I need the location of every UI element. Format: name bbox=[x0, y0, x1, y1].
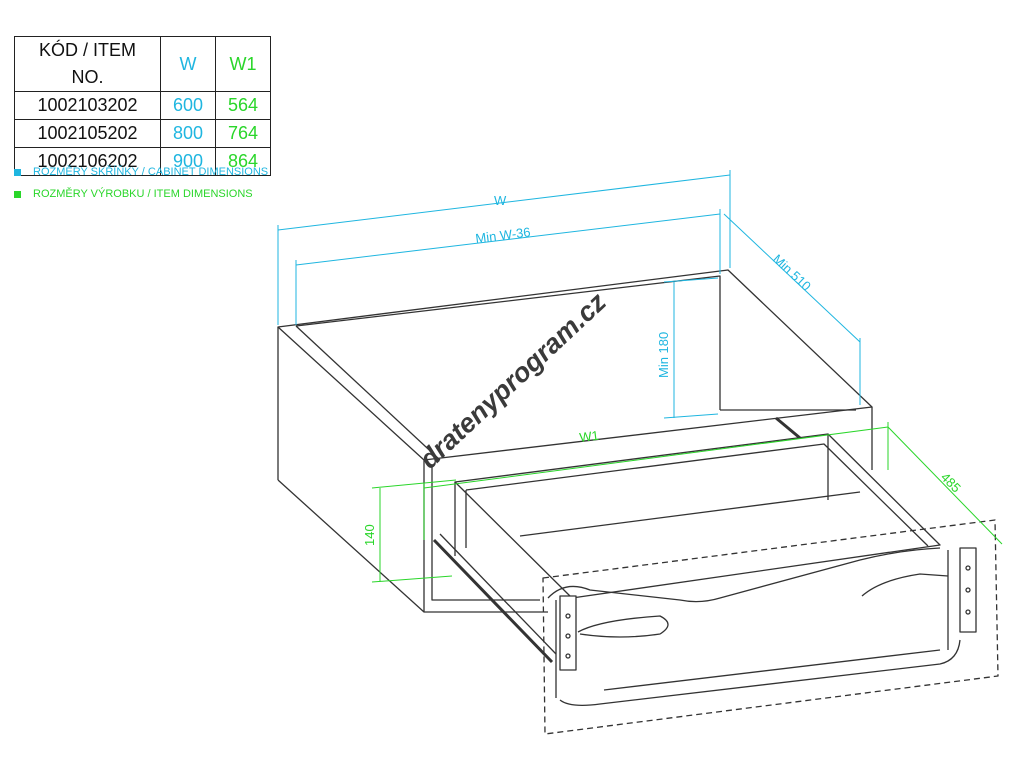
runner-left-inner bbox=[439, 533, 557, 655]
runner-left bbox=[432, 538, 554, 664]
dim-w1-label: W1 bbox=[579, 428, 600, 445]
drawer-front-top bbox=[547, 547, 941, 603]
bracket-left bbox=[559, 595, 577, 671]
bracket-right-screw bbox=[965, 609, 971, 615]
dim-w1-line bbox=[423, 426, 889, 489]
bracket-right-screw bbox=[965, 587, 971, 593]
cell-w: 800 bbox=[160, 119, 216, 148]
legend-cabinet: ROZMĚRY SKŘÍŇKY / CABINET DIMENSIONS bbox=[14, 166, 268, 178]
dim-height-tick-bottom bbox=[663, 413, 719, 419]
legend-item-label: ROZMĚRY VÝROBKU / ITEM DIMENSIONS bbox=[33, 188, 253, 200]
item-color-swatch bbox=[14, 190, 21, 198]
dim-minw-line bbox=[295, 213, 721, 266]
dim-depth-line bbox=[723, 213, 861, 343]
bracket-left-screw bbox=[565, 633, 571, 639]
dim-minw-label: Min W-36 bbox=[475, 224, 532, 246]
dim-485-label: 485 bbox=[938, 470, 964, 496]
table-header-row: KÓD / ITEM NO. W W1 bbox=[14, 36, 271, 92]
cell-code: 1002105202 bbox=[14, 119, 161, 148]
cell-code: 1002106202 bbox=[14, 147, 161, 176]
header-code: KÓD / ITEM NO. bbox=[14, 36, 161, 92]
header-w: W bbox=[160, 36, 216, 92]
dim-w-line bbox=[277, 174, 731, 231]
cabinet-inner-top bbox=[295, 275, 721, 410]
drawer-handle-left bbox=[577, 615, 669, 638]
dim-height-label: Min 180 bbox=[656, 332, 671, 378]
bracket-left-screw bbox=[565, 653, 571, 659]
runner-back-right bbox=[775, 416, 801, 440]
cabinet-inner-front bbox=[431, 466, 540, 601]
cabinet-inner-back bbox=[295, 325, 441, 461]
dim-depth-label: Min 510 bbox=[770, 251, 814, 294]
legend-item: ROZMĚRY VÝROBKU / ITEM DIMENSIONS bbox=[14, 188, 253, 200]
dim-height-tick-top bbox=[663, 277, 719, 283]
drawer-floor bbox=[519, 491, 861, 537]
bracket-left-screw bbox=[565, 613, 571, 619]
table-row: 1002106202 900 864 bbox=[14, 147, 271, 176]
cell-code: 1002103202 bbox=[14, 91, 161, 120]
cabinet-left-bottom bbox=[277, 479, 425, 613]
bracket-right bbox=[959, 547, 977, 633]
drawer-rim bbox=[454, 433, 941, 599]
dim-w-label: W bbox=[494, 193, 507, 208]
cell-w: 900 bbox=[160, 147, 216, 176]
front-panel-outline bbox=[542, 519, 999, 735]
drawer-front-bottom bbox=[559, 639, 961, 706]
dim-140-tick-bottom bbox=[371, 575, 453, 583]
bracket-right-screw bbox=[965, 565, 971, 571]
spec-table: KÓD / ITEM NO. W W1 1002103202 600 564 1… bbox=[14, 36, 271, 176]
cell-w1: 864 bbox=[215, 147, 271, 176]
drawer-bottom-line bbox=[603, 649, 941, 691]
cabinet-back-top bbox=[277, 269, 873, 461]
dim-140-label: 140 bbox=[362, 524, 377, 546]
table-row: 1002103202 600 564 bbox=[14, 91, 271, 120]
watermark: dratenyprogram.cz bbox=[414, 286, 613, 474]
drawer-handle-right bbox=[861, 573, 949, 597]
legend-cabinet-label: ROZMĚRY SKŘÍŇKY / CABINET DIMENSIONS bbox=[33, 166, 269, 178]
cabinet-color-swatch bbox=[14, 168, 21, 176]
dim-140-tick-top bbox=[371, 479, 457, 489]
drawer-inner-rim bbox=[465, 443, 929, 547]
header-w1: W1 bbox=[215, 36, 271, 92]
dim-485-line bbox=[887, 426, 1003, 545]
